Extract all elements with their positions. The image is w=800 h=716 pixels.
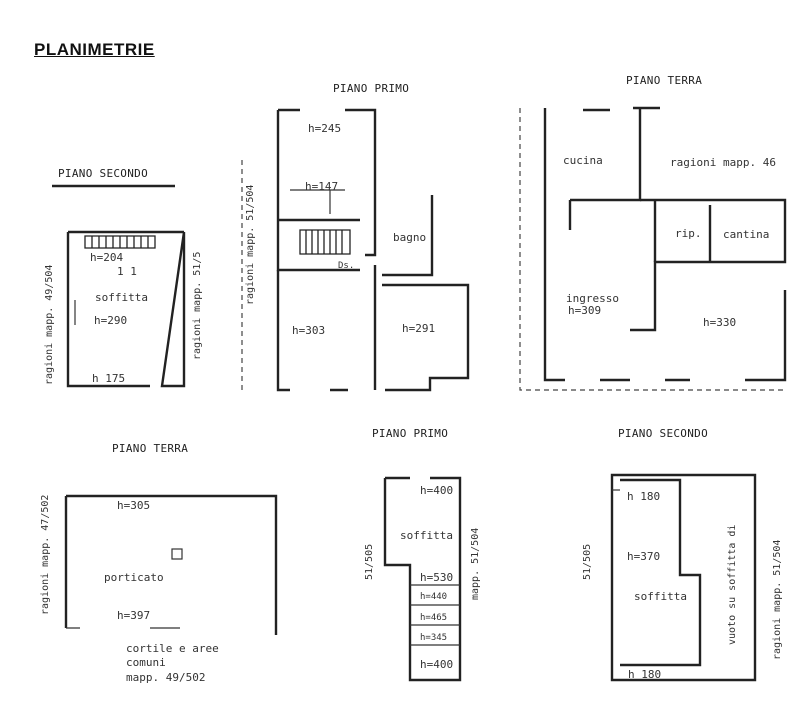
plan6-soffitta-walls xyxy=(620,478,702,667)
plan5-a3: h=345 xyxy=(420,633,447,643)
plan1-side-left: ragioni mapp. 49/504 xyxy=(44,265,55,385)
plan5-side-left: 51/505 xyxy=(364,544,375,580)
plan2-h303: h=303 xyxy=(292,324,325,337)
plan3-cucina: cucina xyxy=(563,154,603,167)
plan5-side-right: mapp. 51/504 xyxy=(470,528,481,600)
plan3-rip: rip. xyxy=(675,227,702,240)
plan2-lower-walls xyxy=(276,270,470,392)
page-title: PLANIMETRIE xyxy=(34,40,155,59)
plan1-soffitta: soffitta xyxy=(95,291,148,304)
plan-piano-secondo-1: PIANO SECONDO h=204 1 1 soffitta h=290 h… xyxy=(44,167,203,388)
plan4-side-left: ragioni mapp. 47/502 xyxy=(40,495,51,615)
plan1-walls xyxy=(66,231,186,388)
plan5-title: PIANO PRIMO xyxy=(372,427,448,440)
plan2-bagno-walls xyxy=(373,195,434,300)
plan1-stair xyxy=(84,235,156,249)
plan6-title: PIANO SECONDO xyxy=(618,427,708,440)
plan-piano-terra-2: PIANO TERRA h=305 porticato h=397 cortil… xyxy=(40,442,278,684)
plan6-h180b: h 180 xyxy=(628,668,661,681)
plan6-vuoto: vuoto su soffitta di xyxy=(727,525,738,645)
plan2-h245: h=245 xyxy=(308,122,341,135)
plan4-walls xyxy=(64,494,278,635)
plan3-cantina: cantina xyxy=(723,228,769,241)
plan6-side-left: 51/505 xyxy=(582,544,593,580)
plan-piano-primo-1: PIANO PRIMO h=245 h=147 bagno Ds. h=303 … xyxy=(241,82,470,392)
plan-piano-secondo-2: PIANO SECONDO h 180 h=370 soffitta vuoto… xyxy=(582,427,783,682)
plan3-ingresso: ingresso xyxy=(566,292,619,305)
plan2-stair xyxy=(299,229,351,255)
plan5-partitions xyxy=(410,584,460,646)
plan4-note-1: cortile e aree xyxy=(126,642,219,655)
plan4-porticato: porticato xyxy=(104,571,164,584)
plan1-side-right: ragioni mapp. 51/5 xyxy=(192,252,203,360)
plan4-pillar xyxy=(171,548,183,560)
plan-piano-primo-2: PIANO PRIMO h=400 soffitta h=530 h=440 h… xyxy=(364,427,481,682)
plan4-title: PIANO TERRA xyxy=(112,442,188,455)
plan5-walls xyxy=(383,476,462,682)
plan5-a2: h=465 xyxy=(420,613,447,623)
plan2-upper-walls xyxy=(278,108,377,257)
plan5-h530: h=530 xyxy=(420,571,453,584)
plan3-boundary xyxy=(519,108,785,391)
plan5-soffitta: soffitta xyxy=(400,529,453,542)
plan3-ragioni: ragioni mapp. 46 xyxy=(670,156,776,169)
plan4-h305: h=305 xyxy=(117,499,150,512)
plan2-inner-detail xyxy=(290,189,345,214)
plan5-h400t: h=400 xyxy=(420,484,453,497)
plan2-side-left: ragioni mapp. 51/504 xyxy=(245,185,256,305)
plan6-h370: h=370 xyxy=(627,550,660,563)
plan3-h309: h=309 xyxy=(568,304,601,317)
plan2-h147: h=147 xyxy=(305,180,338,193)
plan6-h180t: h 180 xyxy=(627,490,660,503)
plan6-outer-walls xyxy=(610,473,757,682)
plan-piano-terra-1: PIANO TERRA cucina ragioni mapp. 46 rip.… xyxy=(519,74,787,391)
plan3-outer-walls xyxy=(543,108,787,382)
plan3-title: PIANO TERRA xyxy=(626,74,702,87)
plan4-h397: h=397 xyxy=(117,609,150,622)
plan3-inner-walls xyxy=(568,198,787,332)
plan6-side-right: ragioni mapp. 51/504 xyxy=(772,540,783,660)
plan4-note-3: mapp. 49/502 xyxy=(126,671,205,684)
plan3-h330: h=330 xyxy=(703,316,736,329)
plan1-mark: 1 1 xyxy=(117,265,137,278)
plan4-note-2: comuni xyxy=(126,656,166,669)
plan5-a1: h=440 xyxy=(420,592,447,602)
plan1-title: PIANO SECONDO xyxy=(58,167,148,180)
plan2-h291: h=291 xyxy=(402,322,435,335)
plan5-h400b: h=400 xyxy=(420,658,453,671)
plan3-rip-walls xyxy=(653,200,712,262)
plan2-title: PIANO PRIMO xyxy=(333,82,409,95)
plan2-ds: Ds. xyxy=(338,261,354,271)
plan2-bagno: bagno xyxy=(393,231,426,244)
plan1-h290: h=290 xyxy=(94,314,127,327)
plan1-h204: h=204 xyxy=(90,251,123,264)
plan1-h175: h 175 xyxy=(92,372,125,385)
plan6-soffitta: soffitta xyxy=(634,590,687,603)
